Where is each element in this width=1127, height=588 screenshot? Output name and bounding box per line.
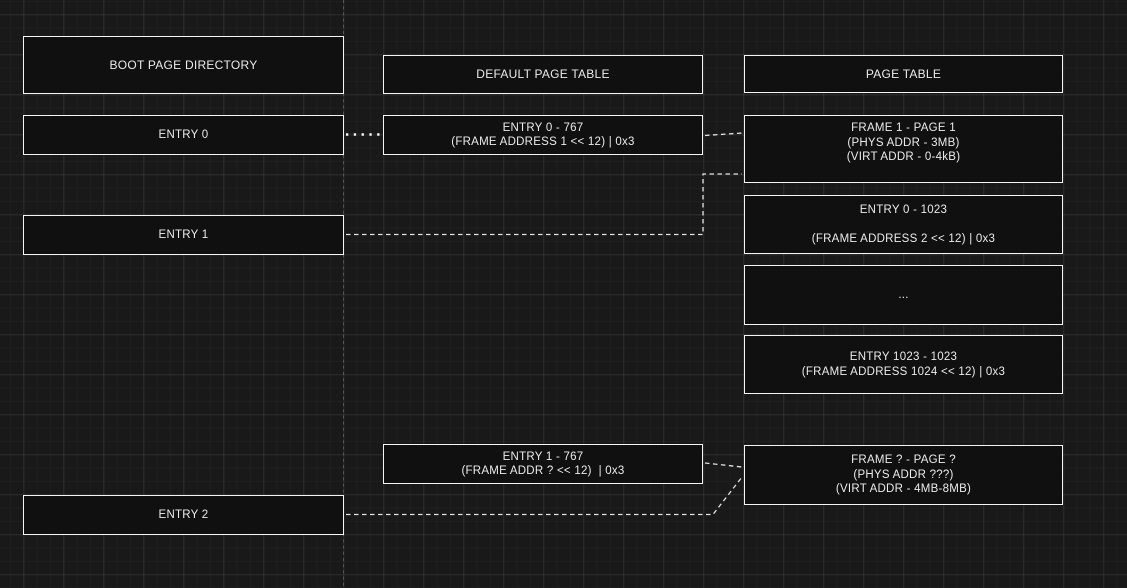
node-label: DEFAULT PAGE TABLE xyxy=(476,67,610,82)
node-page-table[interactable]: PAGE TABLE xyxy=(744,55,1063,93)
node-label: ENTRY 2 xyxy=(158,508,209,521)
node-label: ENTRY 1023 - 1023 (FRAME ADDRESS 1024 <<… xyxy=(801,351,1006,378)
node-entry-1023-1023[interactable]: ENTRY 1023 - 1023 (FRAME ADDRESS 1024 <<… xyxy=(744,335,1063,394)
connector-entry1-to-page-table xyxy=(346,173,742,236)
node-ellipsis[interactable]: ... xyxy=(744,265,1063,325)
node-label: ENTRY 1 - 767 (FRAME ADDR ? << 12) | 0x3 xyxy=(461,450,625,478)
node-default-page-table[interactable]: DEFAULT PAGE TABLE xyxy=(383,55,703,94)
node-label: FRAME 1 - PAGE 1 (PHYS ADDR - 3MB) (VIRT… xyxy=(846,122,961,163)
node-boot-page-directory[interactable]: BOOT PAGE DIRECTORY xyxy=(23,36,344,94)
node-label: BOOT PAGE DIRECTORY xyxy=(109,57,258,72)
node-entry-2[interactable]: ENTRY 2 xyxy=(23,495,344,535)
node-label: ... xyxy=(898,288,909,301)
connector-default-entry0-to-frame1 xyxy=(704,132,743,137)
node-frame-1-page-1[interactable]: FRAME 1 - PAGE 1 (PHYS ADDR - 3MB) (VIRT… xyxy=(744,115,1063,183)
connector-entry1-767-to-frame xyxy=(704,462,743,468)
node-entry-0[interactable]: ENTRY 0 xyxy=(23,115,344,155)
node-entry-1[interactable]: ENTRY 1 xyxy=(23,215,344,255)
node-entry-0-1023[interactable]: ENTRY 0 - 1023 (FRAME ADDRESS 2 << 12) |… xyxy=(744,195,1063,254)
node-entry-0-767[interactable]: ENTRY 0 - 767 (FRAME ADDRESS 1 << 12) | … xyxy=(383,115,703,155)
node-label: ENTRY 0 - 767 (FRAME ADDRESS 1 << 12) | … xyxy=(451,121,635,149)
node-entry-1-767[interactable]: ENTRY 1 - 767 (FRAME ADDR ? << 12) | 0x3 xyxy=(383,444,703,484)
node-label: ENTRY 1 xyxy=(158,228,209,241)
node-label: PAGE TABLE xyxy=(865,66,942,81)
node-label: FRAME ? - PAGE ? (PHYS ADDR ???) (VIRT A… xyxy=(835,454,972,496)
node-label: ENTRY 0 - 1023 (FRAME ADDRESS 2 << 12) |… xyxy=(811,203,996,245)
node-frame-unknown-page-unknown[interactable]: FRAME ? - PAGE ? (PHYS ADDR ???) (VIRT A… xyxy=(744,445,1063,505)
node-label: ENTRY 0 xyxy=(158,128,209,141)
